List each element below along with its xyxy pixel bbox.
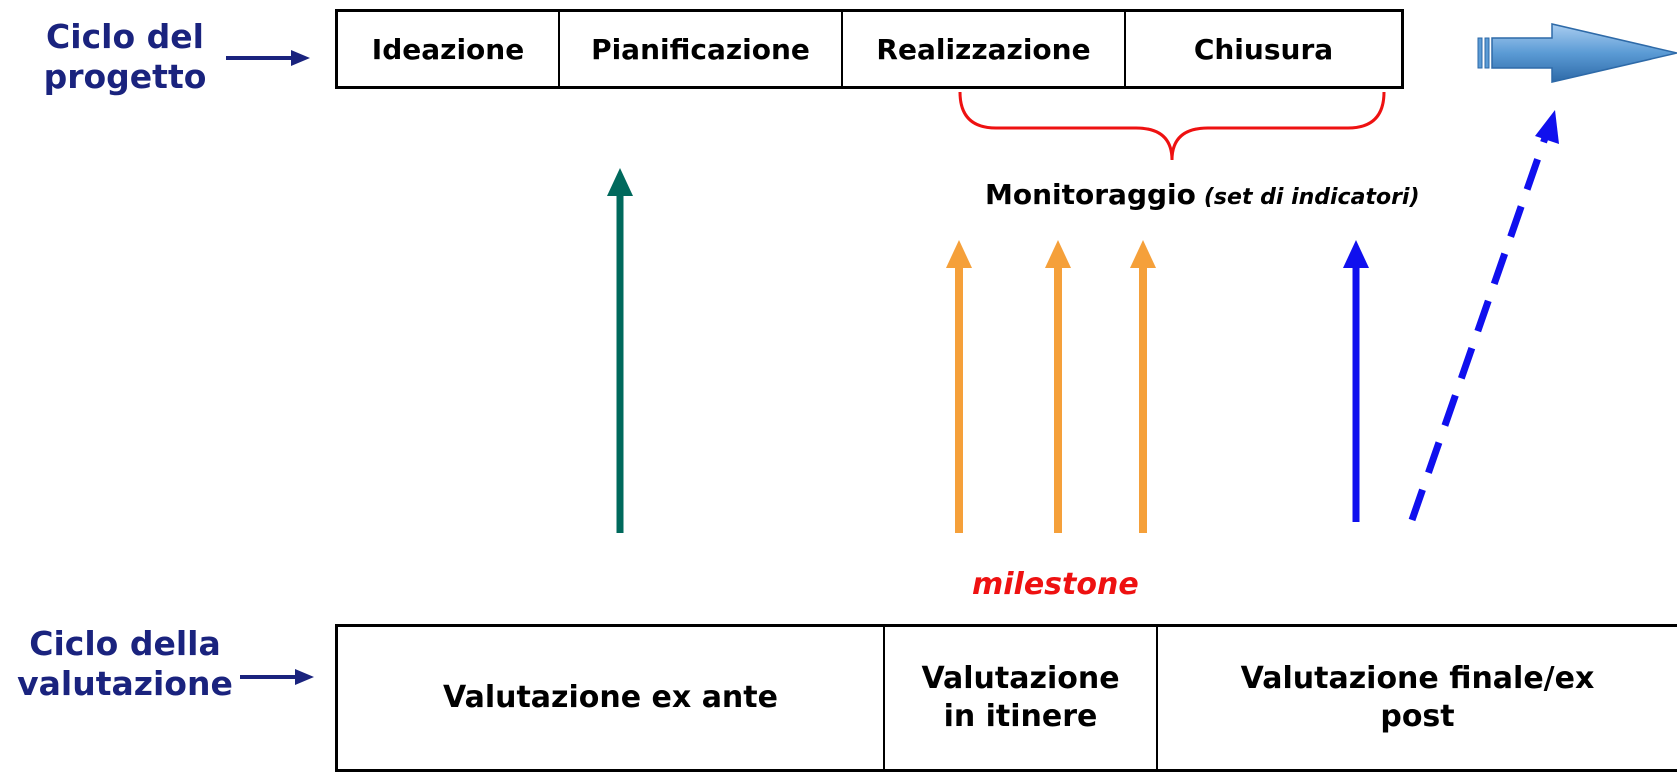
phase-chiusura: Chiusura [1124, 12, 1401, 86]
phase-realizzazione: Realizzazione [841, 12, 1124, 86]
in-itinere-arrow-3 [1130, 240, 1156, 533]
in-itinere-arrow-1 [946, 240, 972, 533]
project-cycle-label-line-1: Ciclo del [46, 17, 204, 56]
evaluation-phases-table: Valutazione ex ante Valutazione in itine… [335, 624, 1677, 772]
final-evaluation-arrow [1343, 240, 1369, 522]
evaluation-finale-line-1: Valutazione finale/ex [1240, 661, 1595, 696]
ex-ante-arrow [607, 168, 633, 533]
project-cycle-pointer-arrow [226, 50, 310, 66]
project-cycle-label-line-2: progetto [43, 57, 207, 96]
project-cycle-label: Ciclo del progetto [20, 17, 230, 97]
milestone-label: milestone [972, 567, 1139, 602]
phase-ideazione: Ideazione [371, 32, 525, 66]
evaluation-cycle-label-line-1: Ciclo della [29, 624, 221, 663]
evaluation-ex-ante-line-1: Valutazione ex ante [443, 680, 778, 715]
evaluation-finale-ex-post: Valutazione finale/ex post [1156, 627, 1677, 769]
monitoring-label: Monitoraggio (set di indicatori) [985, 178, 1420, 211]
evaluation-cycle-label: Ciclo della valutazione [0, 624, 250, 704]
evaluation-in-itinere-line-2: in itinere [943, 699, 1098, 734]
monitoring-sublabel: (set di indicatori) [1203, 185, 1420, 210]
evaluation-in-itinere: Valutazione in itinere [883, 627, 1156, 769]
phase-pianificazione: Pianificazione [558, 12, 841, 86]
ex-post-dashed-arrow [1408, 110, 1559, 522]
evaluation-in-itinere-line-1: Valutazione [921, 661, 1120, 696]
evaluation-finale-line-2: post [1380, 699, 1455, 734]
evaluation-ex-ante: Valutazione ex ante [338, 627, 883, 769]
evaluation-cycle-pointer-arrow [240, 669, 314, 685]
timeline-continuation-block-arrow [1477, 23, 1677, 83]
monitoring-title: Monitoraggio [985, 178, 1196, 211]
in-itinere-arrow-2 [1045, 240, 1071, 533]
monitoring-brace [958, 91, 1386, 161]
evaluation-cycle-label-line-2: valutazione [17, 664, 233, 703]
project-phases-table: Ideazione Pianificazione Realizzazione C… [335, 9, 1404, 89]
